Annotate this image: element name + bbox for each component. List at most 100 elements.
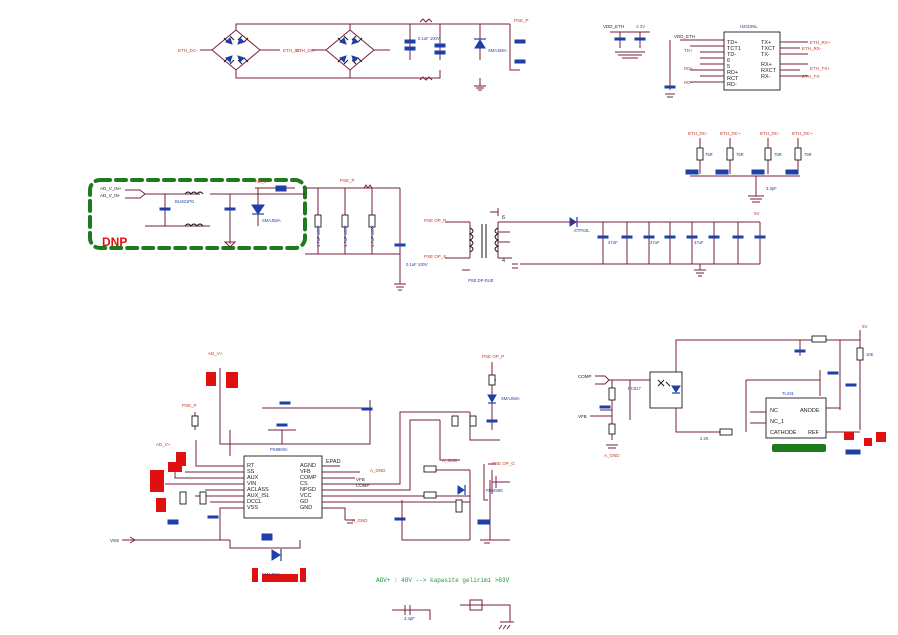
net-label-eth-dc-2: ETH_DC+ — [283, 48, 304, 53]
ctrl-pin-l-2: AUX — [247, 475, 259, 481]
part-cout-2: 47uF — [650, 240, 660, 245]
net-label-vdd-eth-2: VDD_ETH — [674, 34, 695, 39]
net-label-pse-p-top: PSE_P — [514, 18, 529, 23]
net-pse-p-low: PSE_P — [182, 403, 197, 408]
net-ad-v-in-n: AD_V_IN- — [100, 193, 121, 198]
net-label-vdd-eth: VDD_ETH — [603, 24, 624, 29]
net-ad-vp-2: AD_V+ — [208, 351, 223, 356]
controller-section: PS8800A RT SS AUX VIN ACLASS AUX_ISL DCC… — [110, 351, 470, 582]
ctrl-pin-r-0: EPAD — [326, 459, 341, 465]
shunt-pin-ref: REF — [808, 430, 820, 436]
xfmr-pin-4: 4 — [502, 258, 505, 264]
net-eth-tx-n: ETH_TX- — [802, 74, 821, 79]
net-pse-op-p-low: PSE OP_P — [482, 354, 504, 359]
mag-pin-r-4: RXCT — [761, 68, 777, 74]
term-net-4: ETH_DC+ — [792, 131, 813, 136]
ctrl-pin-l-3: VIN — [247, 481, 256, 487]
mag-pin-l-5: RD+ — [727, 70, 738, 76]
xfmr-pin-6: 6 — [502, 215, 505, 221]
ctrl-pin-r-5: NPGD — [300, 487, 316, 493]
part-bulk-cap-2: 4.7uF 100V — [343, 225, 348, 247]
part-transformer: PSE DP-DUE — [468, 278, 494, 283]
mag-pin-r-1: TXCT — [761, 46, 776, 52]
part-magnetics-label: H2019NL — [740, 24, 758, 29]
part-inductor-1: BLM31PG — [175, 199, 194, 204]
ctrl-pin-r-7: GD — [300, 499, 308, 505]
part-cap-0u1: 0.1uF 100V — [406, 262, 428, 267]
part-cout-3: 47uF — [694, 240, 704, 245]
part-bulk-cap-3: 4.7uF 100V — [370, 225, 375, 247]
net-pse-op-g: PSE OP_G — [492, 461, 515, 466]
net-label-3v3: 3.3V — [636, 24, 645, 29]
part-tvs-3: SMAJ58A — [262, 572, 281, 577]
part-shunt-label: TL431 — [782, 391, 795, 396]
part-r75-1: 75R — [705, 152, 713, 157]
part-cap-33p: 3.3pF — [766, 186, 777, 191]
output-cap-bank: 47uF 47uF 47uF — [597, 235, 766, 245]
net-ad-vp-1: AD_V+ — [255, 179, 270, 184]
net-a-gnd-fb: A_GND — [604, 453, 620, 458]
mag-pin-r-3: RX+ — [761, 62, 772, 68]
term-net-1: ETH_DC- — [688, 131, 708, 136]
part-r10k-fb: 10K — [866, 352, 874, 357]
part-r75-4: 75R — [804, 152, 812, 157]
termination-section: ETH_DC- ETH_DC+ ETH_DC- ETH_DC+ 75R 75R … — [685, 131, 813, 203]
part-opto: PC817 — [628, 386, 641, 391]
net-label-eth-dc-1: ETH_DC- — [178, 48, 198, 53]
ctrl-pin-l-7: VSS — [247, 505, 258, 511]
net-a-gnd-ctrl: A_GND — [370, 468, 386, 473]
net-vfb-fb: VFB — [578, 414, 587, 419]
ctrl-pin-l-1: SS — [247, 469, 255, 475]
net-comp-ctrl: COMP — [356, 483, 370, 488]
part-controller-label: PS8800A — [270, 447, 288, 452]
net-comp-fb: COMP — [578, 374, 592, 379]
shunt-pin-cathode: CATHODE — [770, 430, 797, 436]
net-pse-op-s: PSE OP_S — [424, 254, 446, 259]
part-tvs-mos: SMAJ58A — [501, 396, 520, 401]
dnp-label: DNP — [102, 235, 127, 249]
net-a-gnd-2: A_GND — [352, 518, 368, 523]
dnp-outline — [88, 178, 307, 250]
part-misc-cap: 3.3pF — [404, 616, 415, 621]
part-r75-2: 75R — [736, 152, 744, 157]
mag-pin-l-0: TD+ — [727, 40, 738, 46]
mag-pin-l-1: TCT1 — [727, 46, 741, 52]
ctrl-pin-r-6: VCC — [300, 493, 312, 499]
net-ad-v-in-p: AD_V_IN+ — [100, 186, 122, 191]
transformer-section: PSE OP_P PSE OP_S PSE DP-DUE 6 4 STPS3L … — [424, 208, 766, 283]
net-5v-fb: 5V — [862, 324, 868, 329]
part-out-diode: STPS3L — [574, 228, 590, 233]
part-r22k-fb: 2.2K — [700, 436, 709, 441]
net-pse-op-p: PSE OP_P — [424, 218, 446, 223]
misc-parts: 3.3pF — [392, 599, 514, 630]
net-vss: VSS — [110, 538, 119, 543]
shunt-pin-nc1: NC_1 — [770, 419, 784, 425]
ctrl-pin-l-6: DCCL — [247, 499, 262, 505]
net-eth-rx-p: ETH_RX+ — [810, 40, 831, 45]
bridge-rectifier-2 — [325, 29, 375, 71]
ctrl-pin-r-3: COMP — [300, 475, 317, 481]
mag-pin-l-4: 5 — [727, 64, 730, 70]
magnetics-ic — [723, 31, 781, 91]
net-pse-p-mid: PSE_P — [340, 178, 355, 183]
bridge-rectifier-1 — [211, 29, 261, 71]
net-eth-rx-n: ETH_RX- — [802, 46, 822, 51]
shunt-regulator-ic — [765, 397, 827, 439]
part-r75-3: 75R — [774, 152, 782, 157]
bridge-rectifier-section: ETH_DC- ETH_DC+ ETH_DC- PSE_P SMAJ58A 0.… — [178, 18, 529, 91]
ctrl-pin-r-2: VFB — [300, 469, 311, 475]
ctrl-pin-l-5: AUX_ISL — [247, 493, 270, 499]
mag-pin-l-6: RCT — [727, 76, 739, 82]
net-a-gnd-mos: A_GND — [442, 458, 458, 463]
net-td-p: TD+ — [684, 48, 693, 53]
mag-pin-l-3: 6 — [727, 58, 730, 64]
ctrl-pin-l-0: RT — [247, 463, 255, 469]
shunt-pin-nc: NC — [770, 408, 778, 414]
controller-ic — [243, 455, 323, 519]
net-eth-tx-p: ETH_TX+ — [810, 66, 830, 71]
part-mosfet: FDMS86 — [486, 488, 503, 493]
ctrl-pin-r-1: AGND — [300, 463, 316, 469]
part-cout-1: 47uF — [608, 240, 618, 245]
